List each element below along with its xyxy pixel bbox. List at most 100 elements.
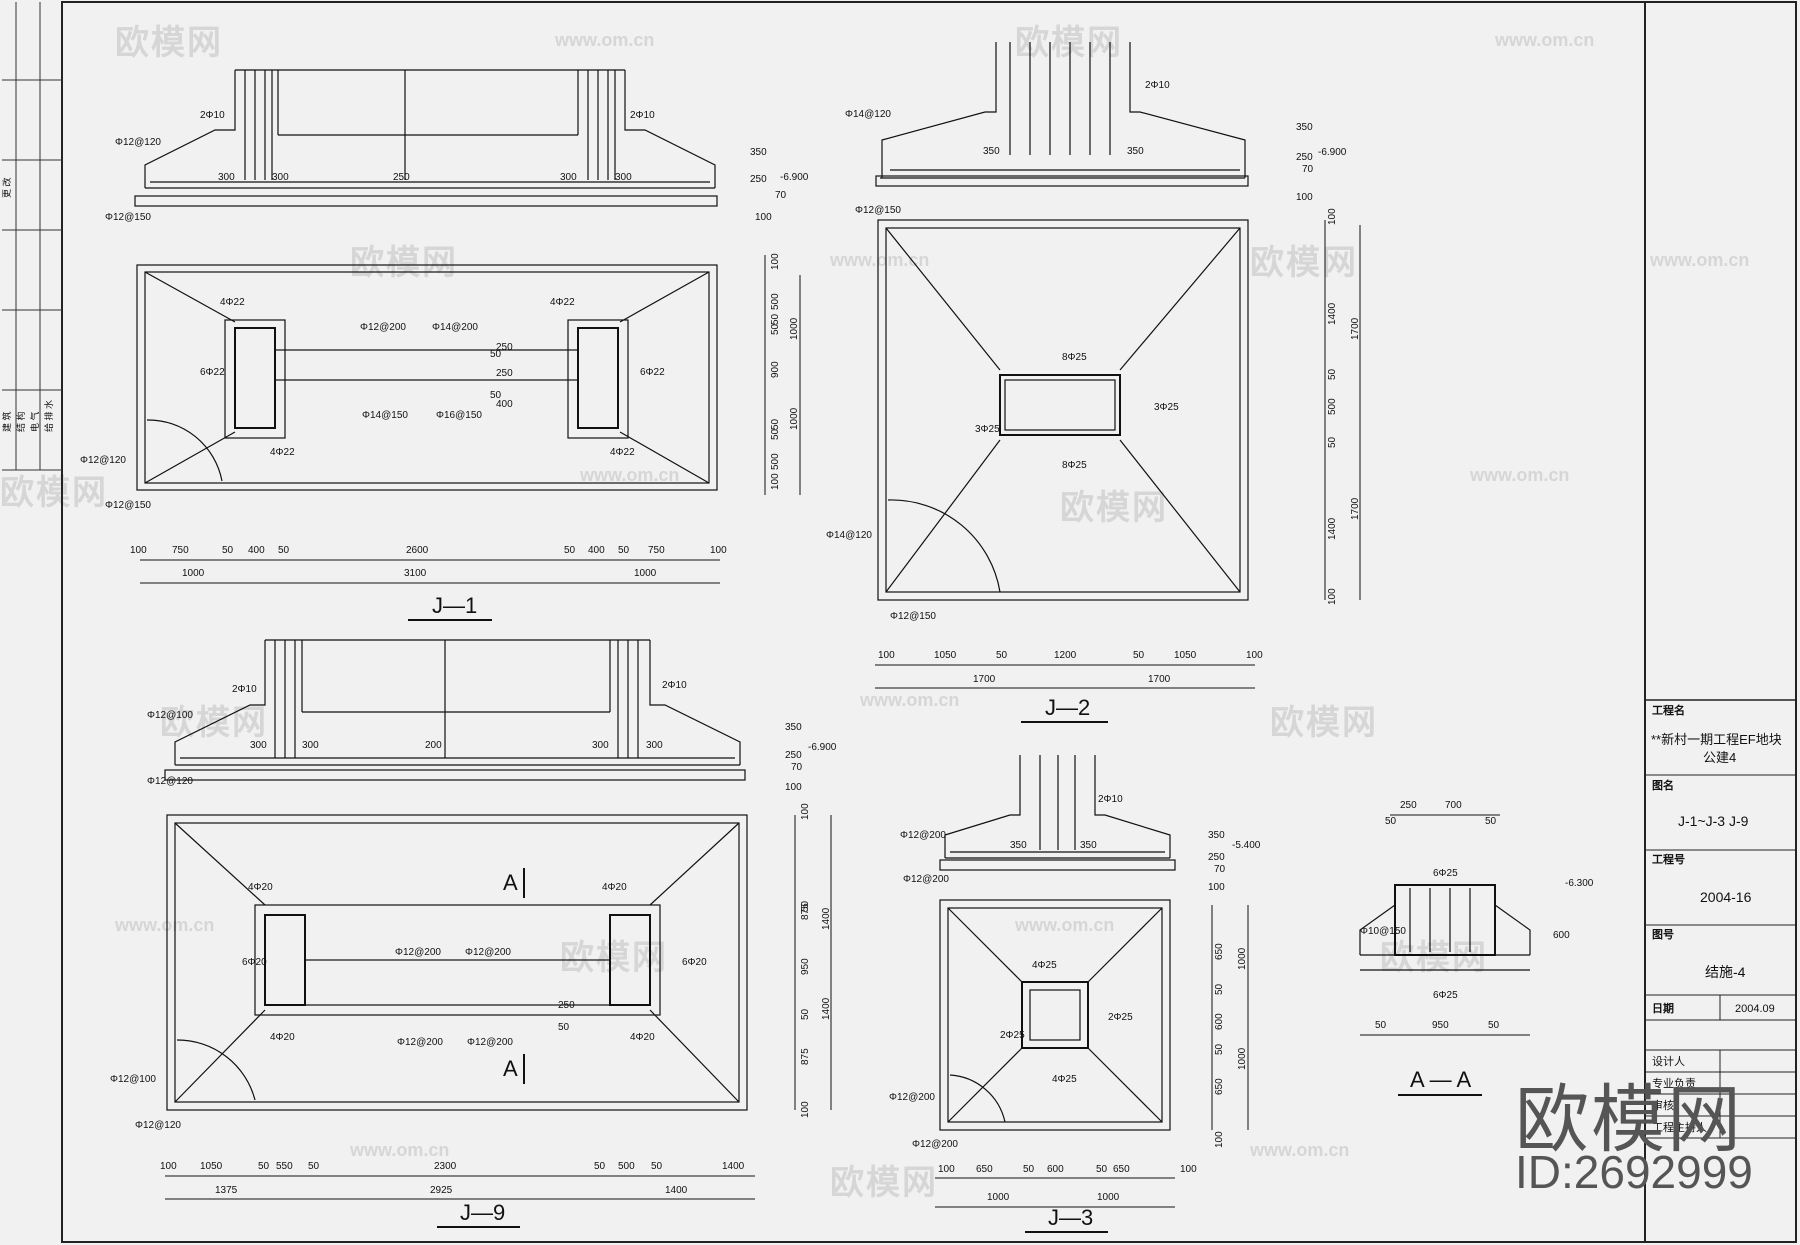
j9-plan-label: 4Φ20	[248, 882, 273, 893]
j9-elevation-label: 300	[592, 740, 609, 751]
j9-plan-label: Φ12@120	[135, 1120, 181, 1131]
j9-elevation-label: 300	[646, 740, 663, 751]
j9-overall-dimension: 2925	[430, 1185, 453, 1196]
j1-right-dimension: 50	[770, 418, 781, 430]
j9-bottom-dimension: 100	[160, 1161, 177, 1172]
j9-bottom-dimension: 1400	[722, 1161, 745, 1172]
j1-plan-label: 4Φ22	[550, 297, 575, 308]
j2-right-dimension: 1400	[1327, 302, 1338, 325]
j2-right-dimension: 500	[1327, 398, 1338, 415]
j2-elevation-label: 70	[1302, 164, 1314, 175]
j9-elevation-label: 250	[785, 750, 802, 761]
project-lead-label: 工程主持人	[1652, 1120, 1707, 1134]
j1-elevation-label: 300	[560, 172, 577, 183]
j9-elevation-label: 100	[785, 782, 802, 793]
aa-label: 50	[1488, 1020, 1500, 1031]
j3-overall-dimension: 1000	[1097, 1192, 1120, 1203]
aa-label: 50	[1385, 816, 1397, 827]
j1-plan-label: 4Φ22	[610, 447, 635, 458]
j1-overall-dimension: 3100	[404, 568, 427, 579]
j3-right-dimension: 50	[1214, 1043, 1225, 1055]
j1-right-dimension: 1000	[789, 317, 800, 340]
j1-plan	[136, 264, 718, 491]
j2-plan	[877, 219, 1249, 601]
j1-right-dimension: 100	[770, 473, 781, 490]
j9-plan	[166, 814, 748, 1111]
j3-elevation-label: 350	[1010, 840, 1027, 851]
j3-plan-label: 4Φ25	[1032, 960, 1057, 971]
j1-elevation-label: 70	[775, 190, 787, 201]
j1-elevation-label: 250	[393, 172, 410, 183]
j9-elevation-label: 2Φ10	[232, 684, 257, 695]
j2-elevation-label: 350	[1127, 146, 1144, 157]
j2-plan-label: Φ14@120	[826, 530, 872, 541]
j9-right-dimension: 1400	[821, 907, 832, 930]
watermark-logo-text: 欧模网	[1515, 1078, 1743, 1161]
j9-bottom-dimension: 500	[618, 1161, 635, 1172]
j1-elevation-label: Φ12@120	[115, 137, 161, 148]
j1-plan-label: Φ12@120	[80, 455, 126, 466]
j1-bottom-dimension: 400	[248, 545, 265, 556]
j1-elevation-label: 2Φ10	[630, 110, 655, 121]
j3-elevation-label: 250	[1208, 852, 1225, 863]
j1-plan-label: 250	[496, 342, 513, 353]
j1-bottom-dimension: 50	[278, 545, 290, 556]
j3-bottom-dimension: 600	[1047, 1164, 1064, 1175]
j2-bottom-dimension: 1050	[934, 650, 957, 661]
aa-label: -6.300	[1565, 878, 1594, 889]
j1-elevation	[134, 69, 718, 207]
j9-bottom-dimension: 50	[308, 1161, 320, 1172]
j9-elevation-label: 2Φ10	[662, 680, 687, 691]
j3-bottom-dimension: 100	[938, 1164, 955, 1175]
j3-plan-label: Φ12@200	[912, 1139, 958, 1150]
aa-label: 6Φ25	[1433, 990, 1458, 1001]
j9-bottom-dimension: 50	[258, 1161, 270, 1172]
j1-elevation-label: 300	[615, 172, 632, 183]
aa-section	[1359, 884, 1531, 971]
j1-bottom-dimension: 50	[618, 545, 630, 556]
j3-elevation-label: 100	[1208, 882, 1225, 893]
j9-elevation-label: -6.900	[808, 742, 837, 753]
j1-bottom-dimension: 50	[564, 545, 576, 556]
j2-right-dimension: 100	[1327, 208, 1338, 225]
j2-right-dimension: 100	[1327, 588, 1338, 605]
j3-elevation-label: -5.400	[1232, 840, 1261, 851]
j1-bottom-dimension: 750	[172, 545, 189, 556]
j2-plan-label: 3Φ25	[975, 424, 1000, 435]
j9-bottom-dimension: 1050	[200, 1161, 223, 1172]
project-name-label: 工程名	[1652, 703, 1685, 717]
drawing-name: J-1~J-3 J-9	[1678, 813, 1749, 829]
j3-right-dimension: 100	[1214, 1131, 1225, 1148]
j3-elevation-label: Φ12@200	[900, 830, 946, 841]
project-no: 2004-16	[1700, 889, 1752, 905]
j9-plan-label: 6Φ20	[242, 957, 267, 968]
drawing-no: 结施-4	[1705, 964, 1746, 980]
j2-bottom-dimension: 1200	[1054, 650, 1077, 661]
j2-bottom-dimension: 50	[996, 650, 1008, 661]
j1-plan-label: 50	[490, 349, 502, 360]
j1-elevation-label: 2Φ10	[200, 110, 225, 121]
j9-right-dimension: 875	[800, 903, 811, 920]
j9-right-dimension: 100	[800, 1101, 811, 1118]
j9-bottom-dimension: 550	[276, 1161, 293, 1172]
j2-overall-dimension: 1700	[973, 674, 996, 685]
j2-elevation-label: Φ14@120	[845, 109, 891, 120]
check-label: 审核	[1652, 1098, 1674, 1112]
date-label: 日期	[1652, 1001, 1674, 1015]
j2-elevation-label: 250	[1296, 152, 1313, 163]
j2-right-dimension: 50	[1327, 436, 1338, 448]
j3-elevation-label: Φ12@200	[903, 874, 949, 885]
j9-plan-label: Φ12@200	[395, 947, 441, 958]
j3-right-dimension: 650	[1214, 943, 1225, 960]
j2-elevation-label: 2Φ10	[1145, 80, 1170, 91]
watermark-id-text: ID:2692999	[1515, 1146, 1753, 1198]
j1-bottom-dimension: 750	[648, 545, 665, 556]
discipline-1: 建 筑	[1, 411, 12, 432]
j2-elevation-label: 350	[1296, 122, 1313, 133]
j1-elevation-label: 350	[750, 147, 767, 158]
j2-right-dimension: 1700	[1350, 317, 1361, 340]
j3-plan-label: 2Φ25	[1108, 1012, 1133, 1023]
j1-bottom-dimension: 50	[222, 545, 234, 556]
j1-right-dimension: 900	[770, 361, 781, 378]
